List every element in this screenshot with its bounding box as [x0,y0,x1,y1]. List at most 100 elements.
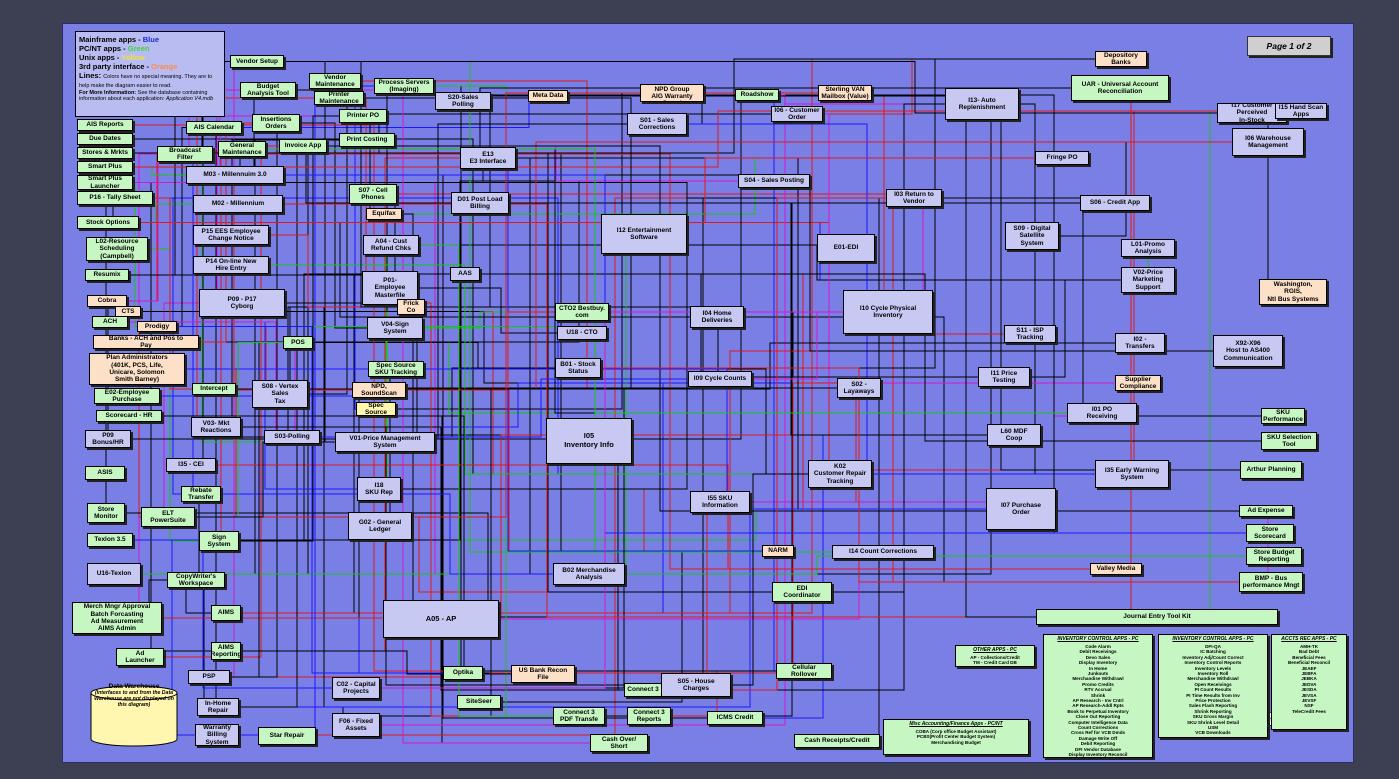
app-node-i11: I11 Price Testing [978,367,1030,387]
app-node-connect3-pdf: Connect 3 PDF Transfe [553,707,605,725]
app-node-arthur: Arthur Planning [1240,461,1302,479]
panel-line: Merchandise Withdrawl [1187,676,1239,682]
app-node-i06-wh: I06 Warehouse Management [1232,128,1304,156]
app-node-ach: ACH [92,316,128,328]
app-node-bmp: BMP - Bus performance Mngt [1239,572,1303,592]
page-label: Page 1 of 2 [1247,36,1331,56]
app-node-i07: I07 Purchase Order [986,488,1056,530]
app-node-in-home-repair: In-Home Repair [197,698,239,716]
app-node-journal: Journal Entry Tool Kit [1036,609,1278,625]
app-node-stock-options: Stock Options [77,216,139,229]
app-node-rebate: Rebate Transfer [181,486,221,502]
data-warehouse-note: (Interfaces to and from the Data Warehou… [94,690,174,708]
panel-line: SKU Gross Margin [1192,714,1234,720]
data-warehouse-title: Data Warehouse [108,683,160,690]
app-node-s20: S20-Sales Polling [435,92,491,110]
app-node-optika: Optika [443,666,483,680]
panel-line: DFI Vendor Database [1075,746,1121,752]
app-node-vendor-setup: Vendor Setup [230,55,284,68]
panel-line: Code Alarm [1085,643,1111,649]
panel-line: JEVSF [1301,697,1317,703]
app-node-printer-po: Printer PO [339,109,387,123]
app-node-aims: AIMS [211,605,241,621]
app-node-asis: ASIS [85,466,125,480]
connector-line [117,434,1014,619]
legend-unix: Unix apps - [79,53,122,62]
connector-line [214,342,1140,390]
app-node-v03: V03- Mkt Reactions [191,417,241,437]
connector-line [231,234,411,308]
app-node-i03: I03 Return to Vendor [886,189,942,207]
app-node-g02: G02 - General Ledger [348,512,412,540]
panel-line: PI Count Results [1194,687,1232,693]
app-node-merch-mngr: Merch Mngr Approval Batch Forcasting Ad … [72,602,162,634]
app-node-store-monitor: Store Monitor [87,503,125,523]
connector-line [110,510,1266,541]
app-node-intercept: Intercept [192,383,236,395]
legend-pcnt: PC/NT apps - [79,44,128,53]
app-node-copywriter: CopyWriter's Workspace [167,572,225,588]
panel-line: NSF [1304,703,1314,709]
app-node-pos: POS [283,336,313,349]
app-node-general-maint: General Maintenance [218,141,266,157]
panel-line: Debit Receivings [1079,649,1117,655]
panel-line: Book to Perpetual Inventory [1067,708,1129,714]
connector-line [108,157,1062,223]
panel-line: Devo Sales [1085,654,1111,660]
app-node-s09: S09 - Digital Satellite System [1005,222,1059,250]
app-node-cash-over: Cash Over/ Short [590,734,648,752]
legend-unix-color: Yellow [121,53,145,62]
connector-line [218,706,579,717]
connector-line [218,139,367,708]
panel-line: Inventory Adj/Count Correct [1182,654,1244,660]
connector-line [548,95,1157,618]
app-node-icms: ICMS Credit [707,711,763,725]
panel-line: Sales Flash Reporting [1188,703,1238,709]
app-node-vendor-maint: Vendor Maintenance [309,73,361,89]
app-node-v01: V01-Price Management System [335,432,435,452]
connector-line [276,122,395,329]
panel-line: Inventory Roll [1197,670,1229,676]
app-node-spec-source: Spec Source [356,402,396,416]
panel-line: JEDVA [1301,681,1317,687]
app-node-i05: I05 Inventory Info [546,418,632,464]
panel-line: Merchandise Withdrawl [1072,676,1124,682]
panel-line: JESDA [1301,687,1317,693]
panel-line: Bad Debt [1298,649,1320,655]
app-node-smart-plus-launcher: Smart Plus Launcher [77,175,133,190]
app-node-m03: M03 - Millennuim 3.0 [186,166,284,184]
panel-line: Display Inventory Reporting [1046,757,1150,758]
panel-line: Cross Ref for VCB Dmds [1070,730,1126,736]
panel-line: AP - Collections/Credit [970,654,1020,660]
app-node-p14: P14 On-line New Hire Entry [193,256,269,274]
app-node-i14: I14 Count Corrections [832,545,934,559]
panel-line: RTV Accrual [1084,687,1112,693]
connector-line [1004,279,1148,378]
app-node-i09: I09 Cycle Counts [688,371,752,387]
app-node-star-repair: Star Repair [258,727,316,745]
app-node-prodigy: Prodigy [137,321,177,332]
app-node-b02: B02 Merchandise Analysis [553,563,625,585]
panel-line: Promo Credits [1082,681,1114,687]
app-node-siteseer: SiteSeer [457,695,501,709]
app-node-elt: ELT PowerSuite [141,507,195,527]
app-node-s06: S06 - Credit App [1080,195,1150,211]
app-node-s03: S03-Polling [264,430,320,444]
panel-title: INVENTORY CONTROL APPS - PC [1172,636,1254,642]
app-node-p15: P15 EES Employee Change Notice [193,225,269,245]
app-node-i10: I10 Cycle Physical Inventory [843,290,933,334]
app-node-p09p17: P09 - P17 Cyborg [199,289,285,317]
connector-line [717,316,1271,583]
panel-line: AP Research - Inv Cntrl [1072,697,1124,703]
connector-line [643,197,914,691]
app-node-store-scorecard: Store Scorecard [1246,524,1294,542]
app-node-stores-mrkts: Stores & Mrkts [77,147,133,159]
panel-line: TM - Credit Card DB [973,660,1017,666]
legend: Mainframe apps - Blue PC/NT apps - Green… [75,31,225,117]
app-node-sterling: Sterling VAN Mailbox (Value) [818,85,872,101]
legend-pcnt-color: Green [127,44,150,53]
app-node-texlon: Texlon 3.5 [87,533,133,547]
